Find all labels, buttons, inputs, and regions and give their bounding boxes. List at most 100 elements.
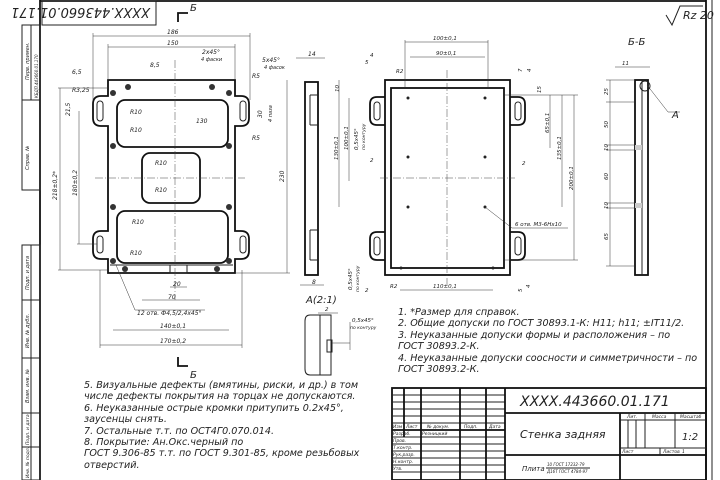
dimension-label: Д16Т ГОСТ 4784-97: [546, 469, 588, 474]
dim-100: 100±0,1: [433, 36, 457, 42]
developer-name: Резницкий: [422, 431, 447, 437]
dimension-label: 4: [527, 68, 533, 72]
dimension-label: 2: [325, 307, 329, 313]
detail-a-view: 2 0,5x45° по контуру: [304, 307, 377, 376]
dimension-label: Утв.: [393, 466, 402, 472]
dimension-label: Листов: [662, 449, 680, 455]
dimension-label: 10: [335, 85, 341, 92]
drawing-line: [510, 231, 526, 261]
detail-ref-label: A: [671, 110, 679, 121]
drawing-line: [369, 96, 385, 126]
dim-140: 140±0,1: [160, 323, 186, 330]
drawing-line: [514, 101, 522, 121]
left-stamp-column: Перв. примен. КБДП.443660.01.170 Справ. …: [21, 24, 41, 480]
dim-r5: R5: [252, 73, 260, 80]
dim-11: 11: [622, 61, 629, 67]
stamp-label: Подп. и дата: [25, 256, 31, 290]
dimension-label: 2: [370, 158, 374, 164]
material: Плита: [522, 465, 545, 473]
drawing-line: [110, 90, 116, 96]
dimension-label: 7: [518, 68, 524, 72]
drawing-line: 11 25 50 10 60 10 65: [604, 61, 629, 240]
dim-70: 70: [168, 294, 176, 301]
drawing-line: [96, 235, 104, 254]
drawing-line: [110, 204, 116, 210]
side-view: 14 8 A(2:1): [296, 51, 337, 306]
dim-r2: R2: [396, 69, 404, 75]
dimension-label: Изм: [393, 424, 403, 430]
note: 5. Визуальные дефекты (вмятины, риски, и…: [84, 380, 362, 403]
dim-holes: 12 отв. Ф4,5/2,4x45°: [137, 310, 202, 317]
dimension-label: Б: [190, 3, 197, 14]
dim-8: 8: [312, 279, 316, 286]
stamp-value: КБДП.443660.01.170: [34, 54, 39, 98]
dimension-label: Масштаб: [680, 414, 702, 420]
drawing-line: [635, 203, 642, 208]
dimension-label: 4: [526, 284, 532, 288]
dimension-label: 4 фасок: [264, 65, 285, 71]
dim-6-5: 6,5: [72, 69, 82, 76]
drawing-line: [384, 79, 511, 276]
drawing-line: [373, 236, 381, 256]
dim-230: 230: [279, 170, 286, 182]
dimension-label: 50: [604, 121, 610, 128]
section-marker-bottom: Б: [177, 357, 197, 381]
dimension-label: Разраб.: [393, 431, 411, 437]
dimension-label: Лист: [405, 424, 418, 430]
dim-135: 135±0,1: [557, 136, 563, 160]
drawing-line: [304, 81, 319, 276]
dim-r5: R5: [252, 135, 260, 142]
dimension-label: 25: [604, 88, 610, 95]
drawing-line: 186 150 6,5 8,5 2x45° 4 фаски 5x45° 4 фа…: [52, 29, 286, 345]
drawing-line: [406, 155, 410, 159]
drawing-line: [214, 266, 220, 272]
drawing-line: [239, 235, 247, 254]
dimension-label: Лист: [621, 449, 634, 455]
drawing-line: [177, 357, 188, 367]
dimension-label: 10: [604, 144, 610, 151]
drawing-line: [635, 145, 642, 150]
technical-notes-right: 1. *Размер для справок. 2. Общие допуски…: [398, 307, 698, 375]
dim-r3-25: R3,25: [72, 87, 90, 94]
dimension-label: Н.контр.: [393, 459, 413, 465]
dim-r10: R10: [155, 160, 167, 167]
dim-200: 200±0,1: [569, 166, 575, 190]
rotated-code-box: XXXX.443660.01.171: [11, 0, 157, 26]
dimension-label: 2: [522, 161, 526, 167]
note: 8. Покрытие: Ан.Окс.черный по ГОСТ 9.306…: [84, 437, 360, 471]
drawing-line: [226, 143, 232, 149]
dimension-label: 10: [604, 202, 610, 209]
drawing-line: [226, 204, 232, 210]
drawing-line: [406, 205, 410, 209]
dimension-label: 2: [365, 288, 369, 294]
dim-150: 150: [167, 40, 179, 47]
dimension-label: по контуру: [356, 265, 361, 292]
dim-20: 20: [173, 281, 181, 288]
drawing-line: [122, 266, 128, 272]
dimension-label: Б: [190, 370, 197, 381]
stamp-label: Взам. инв. №: [25, 369, 31, 403]
drawing-line: [484, 206, 513, 229]
dim-r10: R10: [130, 109, 142, 116]
stamp-label: Инв. № подл.: [25, 447, 31, 478]
dim-r10: R10: [155, 187, 167, 194]
dim-r10: R10: [130, 250, 142, 257]
dimension-label: Лит.: [626, 414, 637, 420]
drawing-line: [115, 264, 136, 311]
dimension-label: Пров.: [393, 438, 406, 444]
dimension-label: 4 фаски: [201, 57, 223, 63]
front-view: 186 150 6,5 8,5 2x45° 4 фаски 5x45° 4 фа…: [52, 29, 290, 348]
thread-holes-note: 6 отв. М3-6Нх10: [515, 222, 562, 228]
dim-65: 65±0,1: [545, 113, 551, 133]
dim-chamfer: 0,5x45°: [354, 128, 360, 150]
drawing-line: [41, 0, 157, 26]
dim-130: 130: [196, 118, 208, 125]
drawing-line: [665, 5, 703, 27]
drawing-line: [209, 84, 215, 90]
drawing-line: [399, 96, 495, 270]
dimension-label: по контуру: [362, 123, 367, 150]
drawing-line: [491, 266, 495, 270]
dimension-label: Масса: [652, 414, 667, 420]
drawing-line: [110, 143, 116, 149]
roughness-symbol: Rz 20: [665, 5, 714, 27]
